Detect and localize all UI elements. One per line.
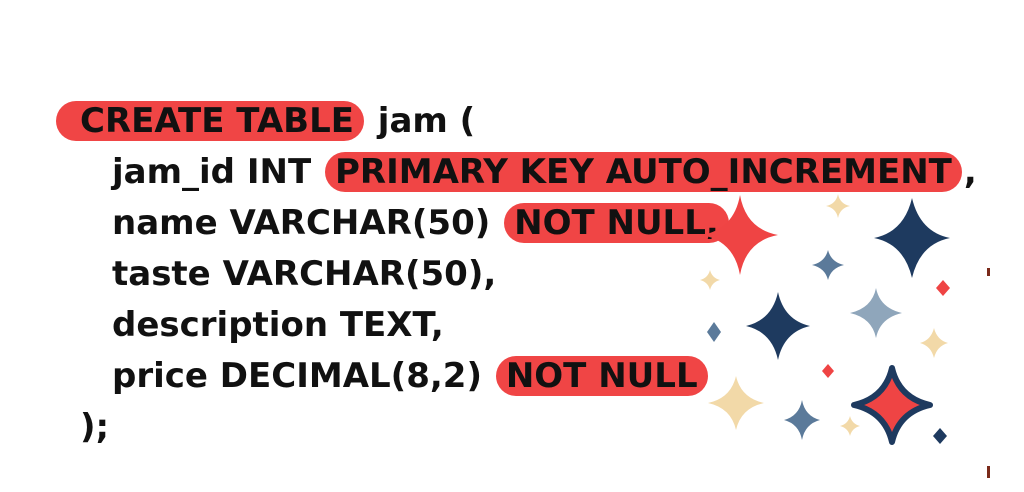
red-diamond-icon (822, 364, 834, 378)
red-star-icon (702, 195, 778, 275)
navy-star-icon (812, 250, 844, 280)
cream-star-icon (700, 270, 720, 290)
code-line-1-text-after: jam ( (365, 101, 476, 141)
navy-star-icon (746, 292, 810, 360)
code-line-2: jam_id INT PRIMARY KEY AUTO_INCREMENT, (112, 152, 977, 192)
code-line-3-highlight: NOT NULL, (504, 203, 729, 243)
navy-diamond-icon (933, 428, 947, 444)
code-line-7: ); (80, 407, 109, 447)
steel-diamond-icon (707, 322, 721, 342)
code-line-5: description TEXT, (112, 305, 444, 345)
code-line-1-highlight: CREATE TABLE (56, 101, 364, 141)
code-line-5-text: description TEXT, (112, 305, 444, 345)
code-line-2-text: jam_id INT (112, 152, 323, 192)
edge-mark (987, 466, 990, 478)
sparkles-icon (700, 194, 990, 478)
cream-star-icon (840, 416, 860, 436)
code-line-2-highlight: PRIMARY KEY AUTO_INCREMENT (325, 152, 962, 192)
cream-star-icon (708, 376, 764, 430)
code-line-1: CREATE TABLE jam ( (56, 101, 476, 141)
cream-star-icon (826, 194, 850, 218)
red-diamond-icon (936, 280, 950, 296)
code-line-3-text: name VARCHAR(50) (112, 203, 503, 243)
code-line-7-text: ); (80, 407, 110, 447)
edge-mark (987, 268, 990, 276)
steel-star-icon (850, 288, 902, 338)
code-line-3: name VARCHAR(50) NOT NULL, (112, 203, 731, 243)
red-navy-star-icon (851, 365, 933, 445)
cream-star-icon (920, 328, 948, 358)
code-line-2-text-after: , (963, 152, 977, 192)
steel-star-icon (784, 400, 820, 440)
code-line-6-highlight: NOT NULL (495, 356, 708, 396)
code-line-4: taste VARCHAR(50), (112, 254, 496, 294)
code-line-6: price DECIMAL(8,2) NOT NULL (112, 356, 710, 396)
code-line-4-text: taste VARCHAR(50), (112, 254, 497, 294)
navy-star-icon (874, 198, 950, 278)
code-line-6-text: price DECIMAL(8,2) (112, 356, 494, 396)
